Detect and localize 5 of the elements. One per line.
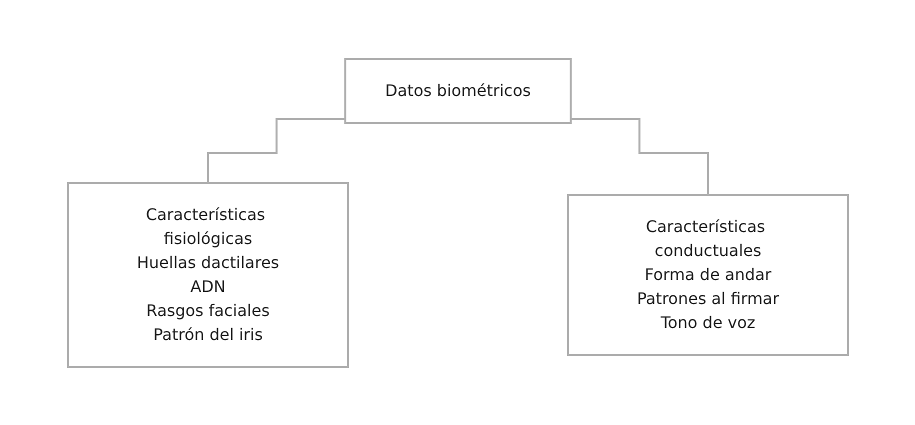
- node-box: Datos biométricos: [344, 58, 572, 124]
- connector: [206, 117, 345, 184]
- node-box: Características fisiológicas Huellas dactilares ADN Rasgos faciales Patrón del iris: [66, 182, 348, 368]
- node-box: Características conductuales Forma de andar Patrones al firmar Tono de voz: [566, 194, 848, 356]
- connector: [570, 117, 708, 196]
